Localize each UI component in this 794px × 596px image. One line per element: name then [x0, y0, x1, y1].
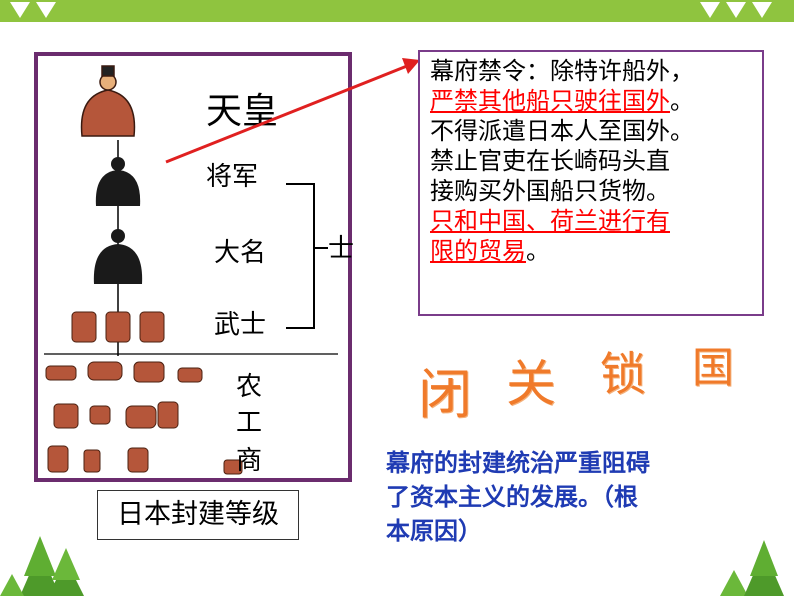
daimyo-figure — [93, 229, 143, 284]
rank-samurai: 武士 — [214, 310, 267, 340]
rank-shogun: 将军 — [206, 162, 259, 192]
rank-emperor: 天皇 — [206, 91, 279, 132]
triangle-decoration — [700, 2, 720, 18]
shogun-figure — [95, 157, 141, 206]
policy-char-4: 国 — [692, 343, 735, 392]
hierarchy-frame: 天皇 将军 大名 武士 士 农 工 商 — [34, 52, 355, 482]
samurai-class-label: 士 — [328, 234, 355, 264]
edict-line-3: 不得派遣日本人至国外。 — [430, 117, 694, 145]
edict-line-7-end: 。 — [526, 237, 550, 265]
hierarchy-caption: 日本封建等级 — [97, 490, 299, 540]
policy-char-3: 锁 — [600, 347, 646, 401]
conclusion-line-2: 了资本主义的发展。（根 — [386, 483, 638, 511]
edict-line-2-end: 。 — [670, 87, 694, 115]
arrow-head-icon — [402, 58, 420, 74]
top-banner — [0, 0, 794, 22]
rank-daimyo: 大名 — [214, 238, 267, 268]
edict-line-2: 严禁其他船只驶往国外 — [430, 87, 670, 115]
edict-line-5: 接购买外国船只货物。 — [430, 177, 670, 205]
rank-artisan: 工 — [236, 408, 263, 438]
conclusion-text: 幕府的封建统治严重阻碍 了资本主义的发展。（根 本原因） — [386, 446, 766, 548]
tree-decoration-left — [0, 536, 84, 596]
edict-box: 幕府禁令：除特许船外， 严禁其他船只驶往国外。 不得派遣日本人至国外。 禁止官吏… — [418, 50, 764, 316]
policy-char-2: 关 — [506, 355, 556, 413]
triangle-decoration — [752, 2, 772, 18]
triangle-decoration — [726, 2, 746, 18]
conclusion-line-3: 本原因） — [386, 517, 482, 545]
edict-line-7: 限的贸易 — [430, 237, 526, 265]
red-arrow-line — [165, 62, 413, 164]
edict-line-2-wrap: 严禁其他船只驶往国外。 — [430, 86, 754, 116]
triangle-decoration — [10, 2, 30, 18]
edict-line-1: 幕府禁令：除特许船外， — [430, 57, 694, 85]
commoner-figures — [45, 361, 243, 475]
tree-decoration-right — [720, 540, 784, 596]
triangle-decoration — [36, 2, 56, 18]
edict-line-4: 禁止官吏在长崎码头直 — [430, 147, 670, 175]
rank-farmer: 农 — [236, 372, 263, 402]
edict-line-6: 只和中国、荷兰进行有 — [430, 207, 670, 235]
rank-merchant: 商 — [236, 446, 263, 476]
conclusion-line-1: 幕府的封建统治严重阻碍 — [386, 449, 650, 477]
emperor-figure — [80, 65, 136, 137]
hierarchy-illustration — [44, 65, 338, 475]
samurai-figures — [71, 311, 165, 343]
edict-line-7-wrap: 限的贸易。 — [430, 236, 754, 266]
policy-char-1: 闭 — [418, 363, 472, 426]
